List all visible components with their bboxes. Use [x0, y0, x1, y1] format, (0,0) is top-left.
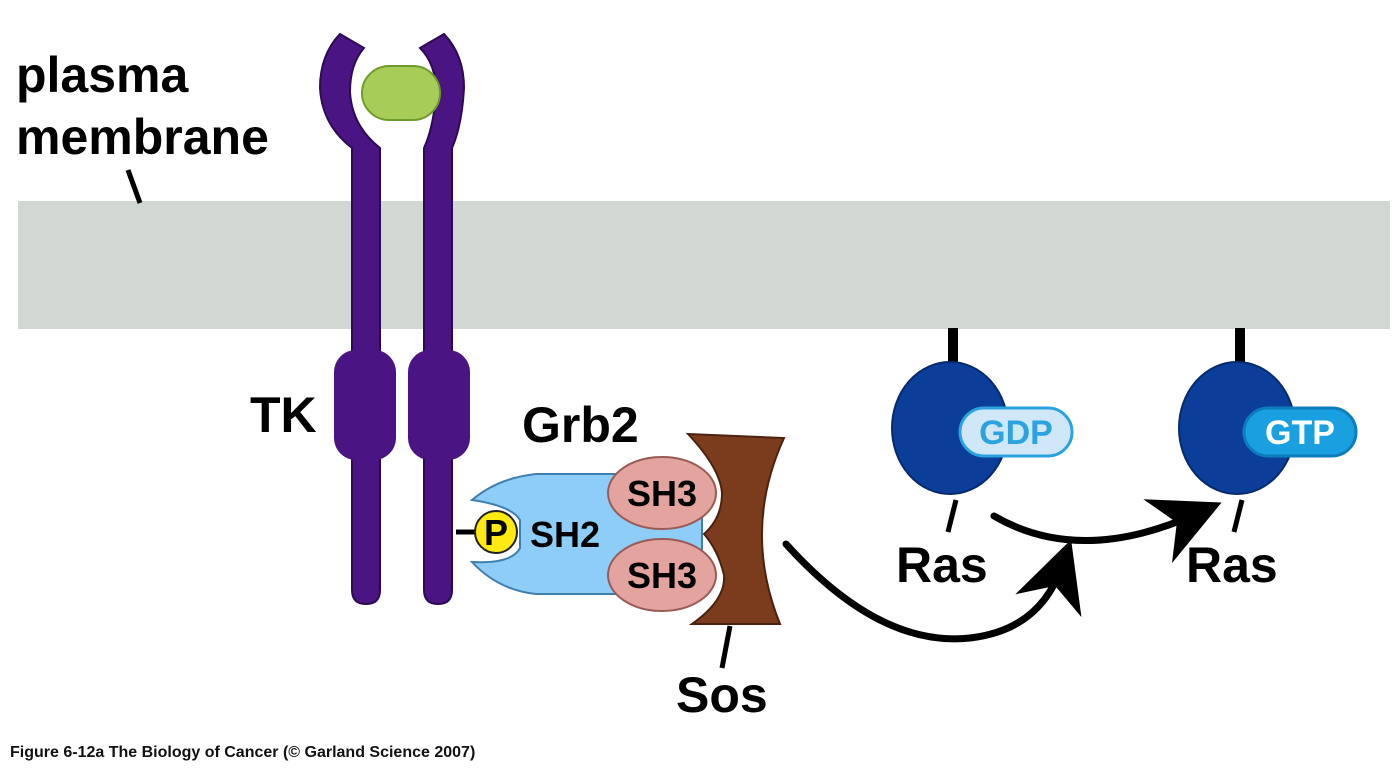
receptor-tyrosine-kinase — [318, 32, 470, 606]
membrane-pointer — [125, 169, 143, 204]
receptor-left-arm — [318, 32, 381, 606]
phosphate-circle — [474, 510, 518, 554]
ras-right-label: Ras — [1186, 537, 1278, 593]
sos-activation-arrow — [782, 539, 1082, 643]
ras-gdp: GDP — [891, 328, 1074, 533]
sos-protein — [685, 432, 786, 625]
ligand — [361, 65, 441, 121]
phosphate-label: P — [484, 512, 508, 553]
gdp-label: GDP — [979, 414, 1053, 452]
ras-left-label: Ras — [896, 537, 988, 593]
membrane-label: membrane — [16, 109, 269, 165]
tk-label: TK — [250, 387, 317, 443]
sos-pointer — [719, 625, 733, 669]
ras-gtp: GTP — [1178, 328, 1358, 533]
sh3-domain-bottom — [607, 538, 717, 612]
sh3-bottom-label: SH3 — [627, 555, 697, 596]
ras-gdp-pointer — [945, 499, 959, 533]
plasma-label: plasma — [16, 47, 190, 103]
ras-gtp-pointer — [1231, 499, 1245, 533]
gtp-pill — [1242, 406, 1358, 458]
gtp-label: GTP — [1265, 414, 1335, 452]
tk-domain-left — [334, 350, 396, 460]
nucleotide-exchange-arrow — [990, 499, 1222, 564]
sos-label: Sos — [676, 667, 768, 723]
figure-caption: Figure 6-12a The Biology of Cancer (© Ga… — [10, 744, 476, 761]
sh3-domain-top — [607, 456, 717, 530]
plasma-membrane — [18, 201, 1390, 329]
gdp-pill — [958, 406, 1074, 458]
sh2-label: SH2 — [530, 514, 600, 555]
tk-domain-right — [408, 350, 470, 460]
sh3-top-label: SH3 — [627, 473, 697, 514]
grb2-label: Grb2 — [522, 397, 639, 453]
